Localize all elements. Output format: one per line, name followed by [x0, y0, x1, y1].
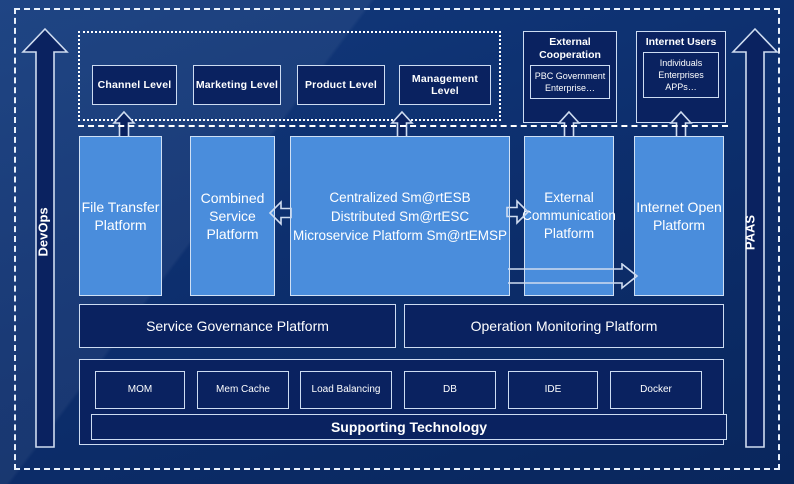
platform-line-3: Microservice Platform Sm@rtEMSP — [293, 227, 507, 243]
right-arrow-center-to-open-platform — [508, 262, 640, 298]
internet-users-title: Internet Users — [645, 36, 717, 48]
tech-box-mem-cache[interactable]: Mem Cache — [197, 371, 289, 409]
paas-arrow — [730, 26, 780, 450]
tech-label: Mem Cache — [216, 384, 270, 395]
internet-users-detail: Individuals Enterprises APPs… — [643, 52, 719, 98]
platform-file-transfer[interactable]: File Transfer Platform — [79, 136, 162, 296]
layer-separator — [78, 125, 728, 127]
platform-label: Internet Open Platform — [636, 199, 722, 233]
diagram-outer-boundary — [14, 8, 780, 470]
governance-label: Service Governance Platform — [146, 318, 329, 334]
tech-box-docker[interactable]: Docker — [610, 371, 702, 409]
internet-users-group[interactable]: Internet Users Individuals Enterprises A… — [636, 31, 726, 123]
supporting-technology-bar[interactable]: Supporting Technology — [91, 414, 727, 440]
level-label: Channel Level — [97, 79, 172, 91]
left-arrow-center-to-combined — [267, 198, 293, 233]
supporting-technology-label: Supporting Technology — [330, 419, 488, 435]
external-cooperation-group[interactable]: External Cooperation PBC Government Ente… — [523, 31, 617, 123]
tech-label: MOM — [127, 384, 153, 395]
platform-internet-open[interactable]: Internet Open Platform — [634, 136, 724, 296]
tech-label: Docker — [640, 384, 672, 395]
platform-line-1: Centralized Sm@rtESB — [329, 189, 471, 205]
tech-box-mom[interactable]: MOM — [95, 371, 185, 409]
level-label: Product Level — [304, 79, 378, 91]
external-cooperation-title: External Cooperation — [539, 36, 601, 61]
devops-label: DevOps — [35, 207, 51, 257]
platform-combined-service[interactable]: Combined Service Platform — [190, 136, 275, 296]
service-governance-platform[interactable]: Service Governance Platform — [79, 304, 396, 348]
tech-label: DB — [443, 384, 457, 395]
monitoring-label: Operation Monitoring Platform — [470, 318, 658, 334]
tech-box-ide[interactable]: IDE — [508, 371, 598, 409]
platform-label: Centralized Sm@rtESB Distributed Sm@rtES… — [293, 188, 507, 245]
platform-centralized-esb[interactable]: Centralized Sm@rtESB Distributed Sm@rtES… — [290, 136, 510, 296]
level-box-product[interactable]: Product Level — [297, 65, 385, 105]
paas-label: PAAS — [742, 214, 758, 251]
level-label: Management Level — [411, 73, 479, 97]
platform-label: File Transfer Platform — [81, 199, 160, 233]
platform-label: External Communication Platform — [522, 190, 616, 241]
tech-label: Load Balancing — [311, 384, 381, 395]
platform-line-2: Distributed Sm@rtESC — [330, 208, 470, 224]
level-label: Marketing Level — [195, 79, 279, 91]
devops-arrow — [20, 26, 70, 450]
tech-label: IDE — [544, 384, 562, 395]
level-box-management[interactable]: Management Level — [399, 65, 491, 105]
business-levels-group — [78, 31, 501, 121]
platform-label: Combined Service Platform — [200, 190, 265, 242]
operation-monitoring-platform[interactable]: Operation Monitoring Platform — [404, 304, 724, 348]
level-box-marketing[interactable]: Marketing Level — [193, 65, 281, 105]
tech-box-load-balancing[interactable]: Load Balancing — [300, 371, 392, 409]
right-arrow-center-to-extcomm — [505, 197, 531, 232]
tech-box-db[interactable]: DB — [404, 371, 496, 409]
external-cooperation-detail: PBC Government Enterprise… — [530, 65, 610, 99]
level-box-channel[interactable]: Channel Level — [92, 65, 177, 105]
